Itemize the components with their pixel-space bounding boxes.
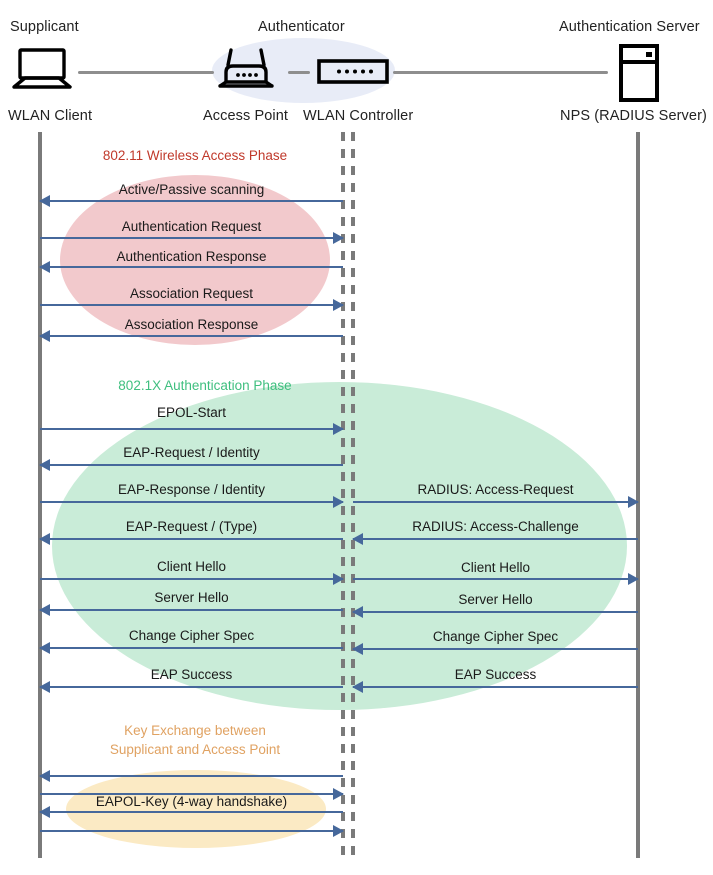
phase-ellipse-80211 [60,175,330,345]
wireless-router-icon [216,48,276,92]
wire-ap-to-controller [288,71,310,74]
lifeline-access-point [341,132,345,858]
phase-caption-key-exchange-line1: Key Exchange between [124,723,266,738]
message-label-right-2: Client Hello [460,560,531,575]
message-label-left-12: EAP Success [150,667,233,682]
message-label-left-6: EAP-Request / Identity [123,445,260,460]
message-label-right-0: RADIUS: Access-Request [417,482,574,497]
message-label-left-9: Client Hello [156,559,227,574]
network-switch-icon [317,59,389,84]
message-label-right-5: EAP Success [454,667,537,682]
phase-caption-key-exchange: Key Exchange between Supplicant and Acce… [60,721,330,759]
phase-caption-80211: 802.11 Wireless Access Phase [102,148,288,163]
phase-caption-key-exchange-line2: Supplicant and Access Point [109,742,281,757]
lifeline-auth-server [636,132,640,858]
role-title-authenticator: Authenticator [258,19,345,35]
message-label-left-5: EPOL-Start [156,405,227,420]
message-label-right-3: Server Hello [458,592,533,607]
message-label-left-2: Authentication Response [116,249,267,264]
node-label-wlan-controller: WLAN Controller [303,108,414,124]
wire-client-to-ap [78,71,214,74]
message-label-left-4: Association Response [124,317,259,332]
phase-ellipse-key-exchange [66,770,326,848]
phase-ellipse-8021x [52,382,627,710]
node-label-nps-server: NPS (RADIUS Server) [560,108,707,124]
message-label-left-1: Authentication Request [121,219,262,234]
message-label-left-0: Active/Passive scanning [118,182,265,197]
message-label-left-3: Association Request [129,286,254,301]
laptop-icon [12,48,74,90]
lifeline-wlan-controller [351,132,355,858]
phase-caption-8021x: 802.1X Authentication Phase [118,378,292,393]
message-label-left-15: EAPOL-Key (4-way handshake) [95,794,288,809]
role-title-supplicant: Supplicant [10,19,79,35]
server-tower-icon [618,44,660,102]
message-label-left-10: Server Hello [154,590,229,605]
node-label-access-point: Access Point [203,108,289,124]
message-label-left-8: EAP-Request / (Type) [125,519,258,534]
message-label-left-7: EAP-Response / Identity [117,482,266,497]
wire-controller-to-server [393,71,608,74]
message-label-left-11: Change Cipher Spec [128,628,255,643]
lifeline-supplicant [38,132,42,858]
role-title-authentication-server: Authentication Server [559,19,700,35]
message-label-right-1: RADIUS: Access-Challenge [412,519,579,534]
message-label-right-4: Change Cipher Spec [432,629,559,644]
node-label-wlan-client: WLAN Client [8,108,93,124]
